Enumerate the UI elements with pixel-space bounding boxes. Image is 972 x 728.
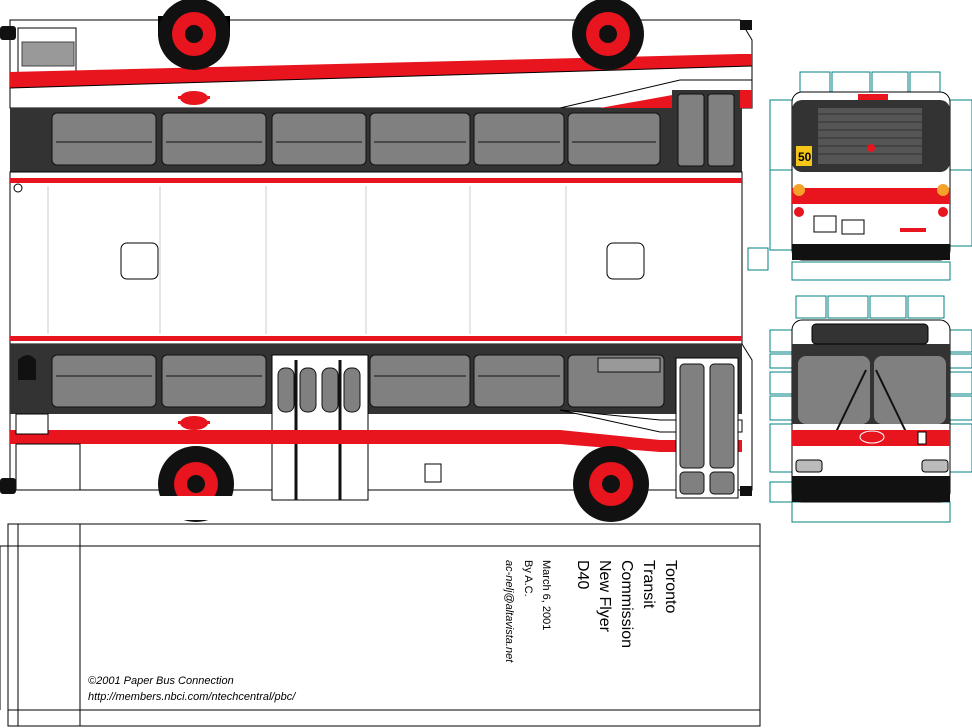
title-line-toronto: Toronto [662,560,679,614]
red-stripe [10,54,752,88]
bus-side-lower [0,343,753,522]
title-line-code: D40 [574,560,591,590]
url-text: http://members.nbci.com/ntechcentral/pbc… [88,691,296,703]
title-line-transit: Transit [640,560,657,609]
email-line: ac-nelj@altavista.net [503,560,515,663]
rear-route-number: 50 [798,150,812,164]
bus-front-view [769,295,972,523]
bus-side-upper [0,0,753,172]
title-line-commission: Commission [618,560,635,649]
bus-roof [9,171,743,345]
side-window [51,112,157,166]
author-line: By A.C. [522,560,534,597]
roof-hatch [120,242,159,280]
bus-rear-view: 50 [747,71,972,281]
ttc-logo [178,91,210,105]
rear-route-sign [796,146,812,166]
base-fold-strip [0,523,761,727]
date-line: March 6, 2001 [540,560,552,631]
copyright-text: ©2001 Paper Bus Connection [88,675,234,687]
title-line-model: New Flyer [596,560,613,633]
